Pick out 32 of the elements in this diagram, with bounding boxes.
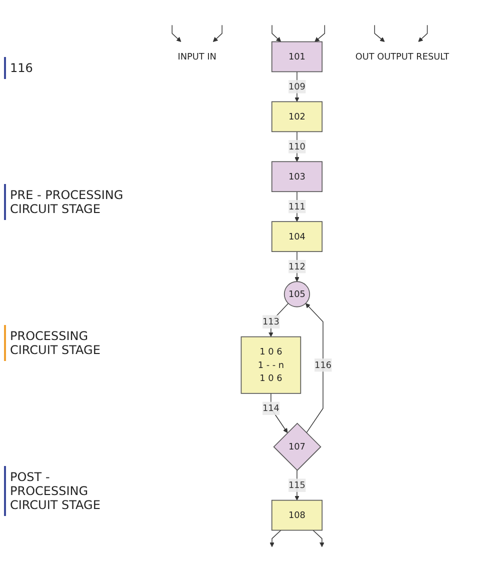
arrow <box>305 303 324 434</box>
edge-label: 111 <box>288 201 306 212</box>
arrow <box>294 71 300 102</box>
node-box: 102 <box>271 101 322 132</box>
edge-label: 115 <box>288 480 306 490</box>
node-box: 1 0 6 1 - - n 1 0 6 <box>240 336 301 394</box>
stage-label: 116 <box>4 56 134 78</box>
node-box: 104 <box>271 221 322 252</box>
node-text: OUT OUTPUT RESULT <box>355 51 450 62</box>
arrow <box>212 24 222 42</box>
edge-label: 112 <box>288 260 306 272</box>
node-box: 103 <box>271 161 322 192</box>
edge-label: 114 <box>262 402 280 414</box>
edge-label: 113 <box>262 316 280 327</box>
node-text: INPUT IN <box>178 51 216 62</box>
edge-label: 109 <box>288 81 306 92</box>
edge-label: 116 <box>314 360 332 370</box>
edge-label: 110 <box>288 141 306 152</box>
stage-label: PRE - PROCESSING CIRCUIT STAGE <box>4 184 134 220</box>
arrow <box>418 24 428 42</box>
node-box: 108 <box>271 500 322 531</box>
arrow <box>269 530 282 548</box>
stage-label: PROCESSING CIRCUIT STAGE <box>4 324 134 360</box>
arrow <box>271 24 281 42</box>
arrow <box>374 24 385 42</box>
node-diamond: 107 <box>273 422 322 471</box>
stage-label: POST - PROCESSING CIRCUIT STAGE <box>4 466 134 516</box>
node-circle: 105 <box>284 281 310 308</box>
arrow <box>312 530 324 548</box>
arrow <box>172 24 182 42</box>
arrow <box>314 24 325 42</box>
node-box: 101 <box>271 41 322 72</box>
